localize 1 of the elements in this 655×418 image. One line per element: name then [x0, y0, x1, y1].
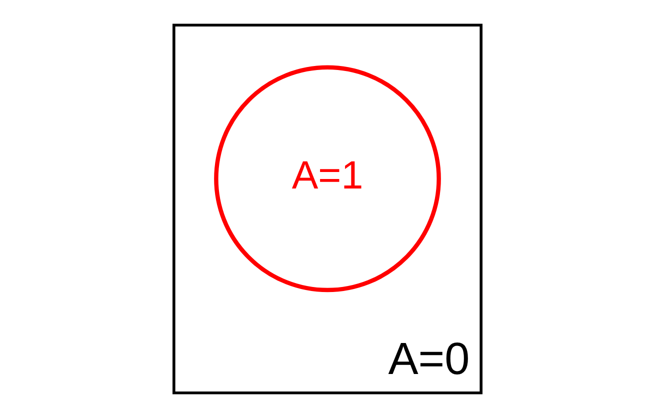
node-circle: A=1 — [214, 65, 441, 292]
